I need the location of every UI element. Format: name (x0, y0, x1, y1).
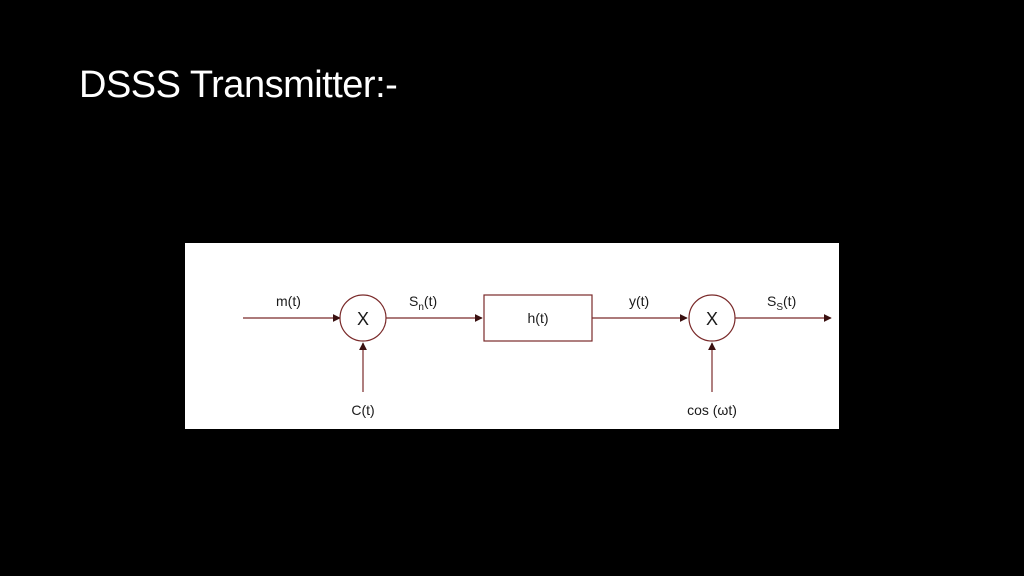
chip-code-label: C(t) (351, 402, 374, 418)
spread-signal-base: S (409, 293, 418, 309)
filter-output-label: y(t) (629, 293, 649, 309)
output-signal-base: S (767, 293, 776, 309)
output-signal-subscript: S (776, 302, 783, 313)
slide-title: DSSS Transmitter:- (79, 64, 398, 106)
mixer-2-symbol: X (706, 309, 718, 329)
input-signal-label: m(t) (276, 293, 301, 309)
dsss-transmitter-diagram: m(t) X C(t) Sn(t) h(t) y(t) X cos (ωt) (185, 243, 839, 429)
spread-signal-subscript: n (418, 302, 424, 313)
filter-label: h(t) (528, 310, 549, 326)
carrier-label: cos (ωt) (687, 402, 737, 418)
spread-signal-label: Sn(t) (409, 293, 437, 313)
spread-signal-tail: (t) (424, 293, 437, 309)
diagram-canvas: m(t) X C(t) Sn(t) h(t) y(t) X cos (ωt) (243, 293, 832, 418)
filter-block (483, 294, 593, 342)
output-signal-tail: (t) (783, 293, 796, 309)
output-signal-label: SS(t) (767, 293, 796, 313)
mixer-1-symbol: X (357, 309, 369, 329)
